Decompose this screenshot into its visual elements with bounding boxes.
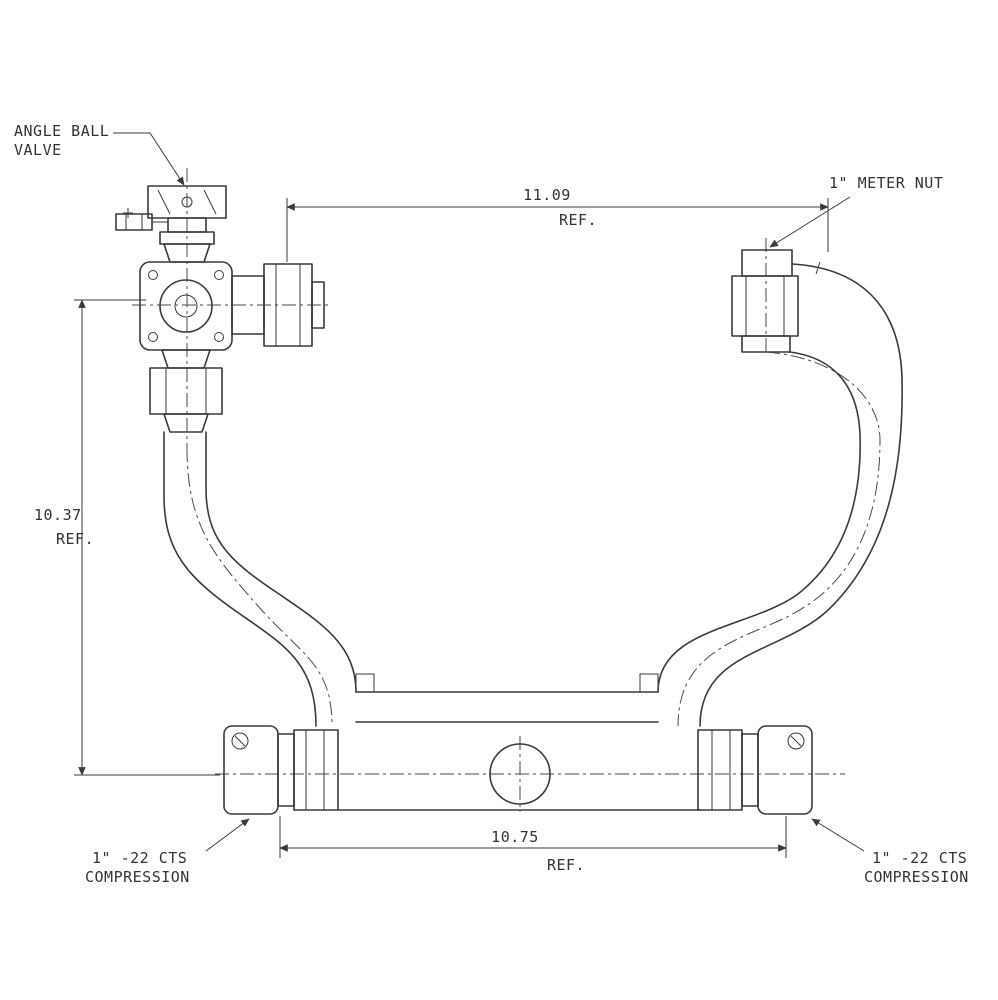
compression-bolt-right <box>787 732 805 750</box>
dimension-left-height <box>74 299 220 776</box>
valve-body <box>139 261 233 351</box>
meter-nut-flange <box>741 249 793 277</box>
callout-compression-right-line1: 1" -22 CTS <box>872 849 968 867</box>
leader-angle-ball-valve <box>113 132 185 186</box>
right-riser-pipe <box>657 263 903 727</box>
yoke-crossbar <box>337 673 701 811</box>
callout-angle-ball-valve-line2: VALVE <box>14 141 62 159</box>
compression-fitting-left <box>223 725 339 815</box>
callout-angle-ball-valve-line1: ANGLE BALL <box>14 122 110 140</box>
compression-fitting-right <box>697 725 813 815</box>
compression-gland-right <box>757 725 813 815</box>
left-riser-pipe <box>163 431 357 727</box>
leader-compression-right <box>811 818 865 852</box>
valve-union-nut <box>149 367 223 415</box>
meter-nut <box>731 249 821 353</box>
callout-compression-left-line1: 1" -22 CTS <box>92 849 188 867</box>
centerlines <box>132 168 881 812</box>
dimension-top-width <box>286 198 829 262</box>
compression-bolt-left <box>231 732 249 750</box>
dimension-bottom-value: 10.75 <box>491 828 539 846</box>
leader-meter-nut <box>769 196 851 248</box>
meter-coupling-circle <box>489 743 551 805</box>
callout-meter-nut: 1" METER NUT <box>829 174 944 192</box>
dimension-left-value: 10.37 <box>34 506 82 524</box>
callout-compression-left-line2: COMPRESSION <box>85 868 190 886</box>
angle-ball-valve <box>115 185 325 433</box>
dimension-bottom-width <box>279 816 787 858</box>
dimension-top-value: 11.09 <box>523 186 571 204</box>
valve-ball <box>159 279 213 333</box>
valve-operating-tee <box>115 213 153 231</box>
callout-compression-right-line2: COMPRESSION <box>864 868 969 886</box>
dimension-top-ref: REF. <box>558 211 598 229</box>
valve-handle-bolt <box>181 196 193 208</box>
compression-nut-right <box>697 729 743 811</box>
dimension-left-ref: REF. <box>56 530 95 548</box>
dimension-bottom-ref: REF. <box>546 856 586 874</box>
compression-nut-left <box>293 729 339 811</box>
meter-nut-body <box>731 275 799 337</box>
leader-compression-left <box>205 818 250 852</box>
